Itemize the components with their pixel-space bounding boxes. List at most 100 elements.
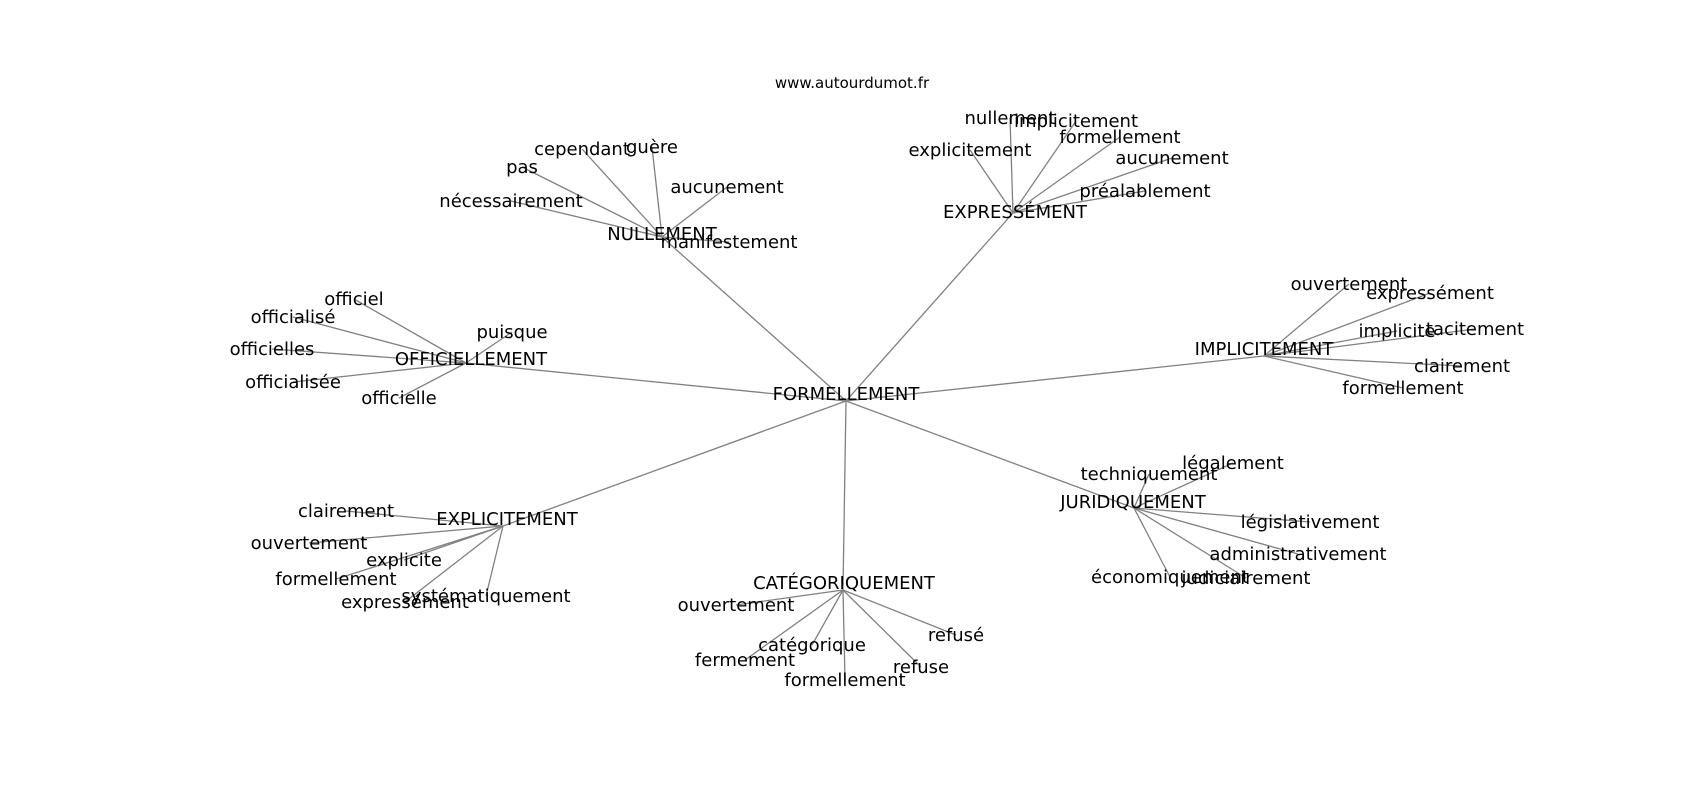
leaf-node-label: catégorique [758, 635, 866, 656]
edge-center-explicitement [502, 400, 847, 527]
edge-explicitement-leaf-0 [345, 510, 504, 527]
cluster-node-label-explicitement: EXPLICITEMENT [436, 509, 579, 530]
edge-officiellement-leaf-2 [271, 348, 467, 364]
edge-categoriquement-leaf-0 [735, 589, 844, 606]
edge-nullement-leaf-4 [661, 186, 728, 238]
leaf-node-label: implicitement [1014, 111, 1138, 132]
edge-expressement-leaf-1 [1012, 120, 1077, 214]
leaf-node-label: préalablement [1079, 181, 1210, 202]
edge-juridiquement-leaf-1 [1133, 462, 1234, 509]
edge-officiellement-leaf-4 [398, 362, 467, 399]
leaf-node-label: puisque [476, 322, 547, 343]
edge-expressement-leaf-0 [1009, 117, 1014, 214]
leaf-node-label: techniquement [1081, 464, 1218, 485]
edge-categoriquement-leaf-3 [842, 589, 846, 681]
edge-center-implicitement [845, 355, 1265, 402]
leaf-node-label: judiciairement [1181, 568, 1311, 589]
labels-layer: www.autourdumot.fr nécessairement pascepe… [230, 74, 1525, 691]
edge-implicitement-leaf-3 [1263, 328, 1476, 357]
leaf-node-label: formellement [1342, 378, 1463, 399]
cluster-node-label-implicitement: IMPLICITEMENT [1195, 339, 1335, 360]
leaf-node-label: administrativement [1209, 544, 1386, 565]
leaf-node-label: économiquement [1091, 567, 1249, 588]
leaf-node-label: officielle [361, 388, 436, 409]
edge-center-juridiquement [845, 400, 1135, 509]
edge-categoriquement-leaf-4 [842, 589, 922, 668]
leaf-node-label: manifestement [661, 232, 798, 253]
edge-implicitement-leaf-1 [1263, 292, 1431, 357]
edge-officiellement-leaf-0 [353, 298, 467, 364]
leaf-node-label: refusé [928, 625, 984, 646]
edge-center-officiellement [465, 362, 847, 402]
cluster-node-label-categoriquement: CATÉGORIQUEMENT [753, 572, 936, 594]
edge-nullement-leaf-5 [661, 236, 730, 243]
edge-center-expressement [845, 212, 1014, 402]
edge-expressement-leaf-3 [1012, 136, 1121, 214]
edge-implicitement-leaf-2 [1263, 330, 1398, 357]
edge-nullement-leaf-0 [510, 200, 663, 238]
leaf-node-label: pas [506, 157, 538, 178]
edge-implicitement-leaf-0 [1263, 283, 1350, 357]
edge-explicitement-leaf-4 [404, 525, 504, 603]
leaf-node-label: formellement [275, 569, 396, 590]
leaf-node-label: ouvertement [251, 533, 368, 554]
leaf-node-label: officielles [230, 339, 315, 360]
edge-officiellement-leaf-3 [292, 362, 467, 383]
edge-expressement-leaf-4 [1012, 157, 1173, 214]
edge-officiellement-leaf-1 [292, 316, 467, 364]
edge-juridiquement-leaf-5 [1133, 507, 1247, 579]
leaf-node-label: nécessairement [439, 191, 582, 212]
leaf-node-label: ouvertement [1291, 274, 1408, 295]
edges-layer [271, 117, 1476, 681]
leaf-node-label: officialisée [245, 372, 341, 393]
leaf-node-label: législativement [1241, 512, 1380, 533]
edge-explicitement-leaf-3 [335, 525, 504, 580]
leaf-node-label: implicite [1359, 321, 1436, 342]
edge-implicitement-leaf-5 [1263, 355, 1404, 389]
leaf-node-label: tacitement [1426, 319, 1524, 340]
edge-categoriquement-leaf-2 [744, 589, 844, 661]
edge-explicitement-leaf-5 [485, 525, 504, 597]
leaf-node-label: ouvertement [678, 595, 795, 616]
edge-juridiquement-leaf-4 [1133, 507, 1171, 578]
leaf-node-label: refuse [893, 657, 949, 678]
leaf-node-label: aucunement [670, 177, 783, 198]
leaf-node-label: aucunement [1115, 148, 1228, 169]
edge-center-categoriquement [842, 400, 847, 591]
leaf-node-label: clairement [298, 501, 394, 522]
leaf-node-label: cependant [534, 139, 630, 160]
edge-juridiquement-leaf-3 [1133, 507, 1299, 555]
edge-explicitement-leaf-1 [308, 525, 504, 544]
leaf-node-label: expressément [1366, 283, 1494, 304]
edge-expressement-leaf-5 [1012, 190, 1146, 214]
leaf-node-label: officialisé [251, 307, 336, 328]
leaf-node-label: formellement [784, 670, 905, 691]
site-url-label: www.autourdumot.fr [775, 74, 930, 92]
cluster-node-label-juridiquement: JURIDIQUEMENT [1059, 492, 1207, 513]
edge-categoriquement-leaf-1 [811, 589, 844, 646]
cluster-node-label-nullement: NULLEMENT [607, 224, 717, 245]
edge-center-nullement [661, 236, 847, 402]
cluster-node-label-expressement: EXPRESSÉMENT [943, 201, 1088, 223]
edge-juridiquement-leaf-0 [1133, 473, 1150, 509]
edge-nullement-leaf-3 [651, 146, 663, 238]
leaf-node-label: explicite [366, 550, 442, 571]
edge-juridiquement-leaf-2 [1133, 507, 1311, 523]
edge-nullement-leaf-1 [521, 166, 663, 238]
edge-officiellement-leaf-5 [465, 331, 513, 364]
edge-nullement-leaf-2 [581, 148, 663, 238]
center-node-label: FORMELLEMENT [773, 384, 921, 405]
leaf-node-label: expressément [341, 592, 469, 613]
leaf-node-label: fermement [695, 650, 795, 671]
leaf-node-label: guère [626, 137, 678, 158]
edge-expressement-leaf-2 [969, 149, 1014, 214]
leaf-node-label: explicitement [909, 140, 1032, 161]
leaf-node-label: systématiquement [401, 586, 570, 607]
edge-implicitement-leaf-4 [1263, 355, 1463, 367]
leaf-node-label: nullement [965, 108, 1056, 129]
leaf-node-label: officiel [324, 289, 383, 310]
leaf-node-label: formellement [1059, 127, 1180, 148]
cluster-node-label-officiellement: OFFICIELLEMENT [395, 349, 548, 370]
edge-categoriquement-leaf-5 [842, 589, 957, 636]
